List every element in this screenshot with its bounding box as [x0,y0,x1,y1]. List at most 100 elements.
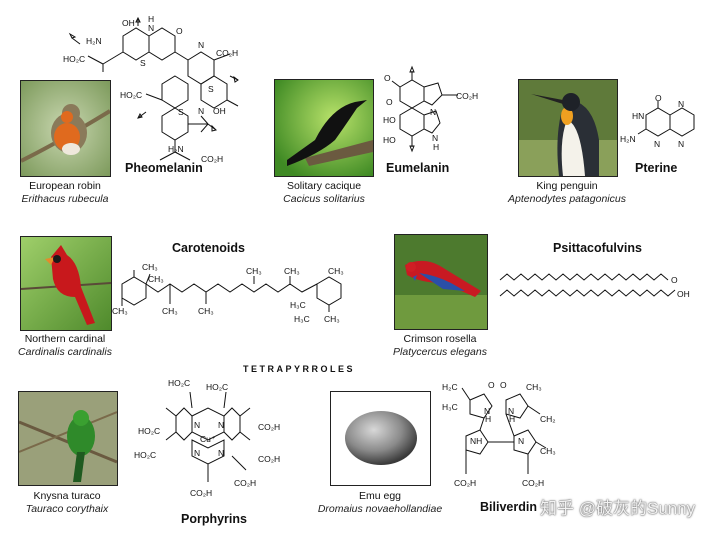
pterine-label-o: O [655,95,662,103]
eu-label-h-2: H [433,142,439,152]
eu-label-o-1: O [384,73,391,83]
bili-label-h-1: H [485,414,491,424]
carot-label-ch3-3: CH₃ [112,306,128,316]
pterine-label-hn: HN [632,111,644,121]
pheo-label-h2n: H₂N [86,36,102,46]
solitary-cacique-photo [274,79,374,177]
bili-label-co2h-2: CO₂H [522,478,544,488]
pheo-label-co2h-1: CO₂H [216,48,238,58]
pheo-label-s-3: S [178,107,184,117]
porph-label-co2h-1: CO₂H [258,422,280,432]
pheo-label-s-1: S [140,58,146,68]
tetrapyrroles-heading: TETRAPYRROLES [243,364,356,374]
knysna-turaco-scientific-name: Tauraco corythaix [25,503,109,515]
eumelanin-title: Eumelanin [386,161,450,175]
northern-cardinal-scientific-name: Cardinalis cardinalis [18,346,112,358]
crimson-rosella-common-name: Crimson rosella [403,333,477,345]
bili-label-h-2: H [509,414,515,424]
pheo-label-co2h-2: CO₂H [201,154,223,164]
eu-label-n-1: N [430,107,436,117]
porph-label-n-3: N [194,448,200,458]
bili-label-o-2: O [500,380,507,390]
porph-label-co2h-3: CO₂H [190,488,212,498]
porph-label-n-1: N [194,420,200,430]
carot-label-h3c-1: H₃C [290,300,306,310]
crimson-rosella-scientific-name: Platycercus elegans [393,346,487,358]
psittacofulvin-structure: O OH [499,273,690,299]
bili-label-co2h-1: CO₂H [454,478,476,488]
pterine-structure: O HN N H₂N N N [620,95,695,149]
carot-label-ch3-2: CH₃ [148,274,164,284]
emu-egg-common-name: Emu egg [358,490,402,502]
eu-label-n-2: N [432,133,438,143]
pheo-label-h: H [148,14,154,24]
pheo-label-o: O [176,26,183,36]
carot-label-ch3-6: CH₃ [246,266,262,276]
carotenoids-title: Carotenoids [172,241,245,255]
carotenoid-structure: CH₃ CH₃ CH₃ CH₃ CH₃ CH₃ CH₃ CH₃ H₃C H₃C … [112,262,344,324]
psitt-label-o: O [671,275,678,285]
pterine-title: Pterine [635,161,678,175]
pheo-label-ho2c-2: HO₂C [120,90,142,100]
pterine-label-n-2: N [678,99,684,109]
psittacofulvins-title: Psittacofulvins [553,241,642,255]
knysna-turaco-photo [18,391,118,486]
pterine-label-n-3: N [678,139,684,149]
carot-label-ch3-1: CH₃ [142,262,158,272]
bili-label-h3c: H₃C [442,402,458,412]
psitt-label-oh: OH [677,289,690,299]
pheo-label-oh: OH [122,18,135,28]
carot-label-ch3-4: CH₃ [162,306,178,316]
porph-label-ho2c-3: HO₂C [138,426,160,436]
northern-cardinal-common-name: Northern cardinal [24,333,106,345]
emu-egg-photo [330,391,431,486]
bili-label-h2c-1: H₂C [442,382,458,392]
european-robin-scientific-name: Erithacus rubecula [21,193,109,205]
european-robin-common-name: European robin [29,180,101,192]
carot-label-ch3-8: CH₃ [328,266,344,276]
porph-label-ho2c-2: HO₂C [206,382,228,392]
pheomelanin-structure: OH H N O H₂N HO₂C S N CO₂H S HO₂C S N OH… [63,14,239,164]
porph-label-cu: Cu⁺ [200,434,216,444]
eu-label-ho-1: HO [383,115,396,125]
king-penguin-photo [518,79,618,177]
eumelanin-structure: O O N H CO₂H HO HO N H [383,65,478,153]
pterine-label-h2n: H₂N [620,134,636,144]
carot-label-ch3-7: CH₃ [284,266,300,276]
king-penguin-scientific-name: Aptenodytes patagonicus [508,193,626,205]
eu-label-co2h: CO₂H [456,91,478,101]
bili-label-n-1: N [484,406,490,416]
pheomelanin-title: Pheomelanin [125,161,203,175]
porph-label-ho2c-4: HO₂C [134,450,156,460]
crimson-rosella-photo [394,234,488,330]
bili-label-n-2: N [508,406,514,416]
european-robin-photo [20,80,111,177]
knysna-turaco-common-name: Knysna turaco [33,490,101,502]
bili-label-ch3-2: CH₃ [540,446,556,456]
pheo-label-ho2c-1: HO₂C [63,54,85,64]
porph-label-co2h-2: CO₂H [258,454,280,464]
carot-label-ch3-9: CH₃ [324,314,340,324]
carot-label-ch3-5: CH₃ [198,306,214,316]
king-penguin-common-name: King penguin [536,180,598,192]
northern-cardinal-photo [20,236,112,331]
porphyrin-structure: HO₂C HO₂C HO₂C CO₂H Cu⁺ HO₂C CO₂H CO₂H C… [134,378,280,498]
pheo-label-n: N [148,23,154,33]
emu-egg-scientific-name: Dromaius novaehollandiae [317,503,443,515]
porph-label-ho2c-1: HO₂C [168,378,190,388]
watermark: 知乎 @破灰的Sunny [540,499,696,518]
biliverdin-title: Biliverdin [480,500,537,514]
bili-label-ch2: CH₂ [540,414,556,424]
pheo-label-s-2: S [208,84,214,94]
bili-label-nh: NH [470,436,482,446]
eu-label-ho-2: HO [383,135,396,145]
pheo-label-n-3: N [198,106,204,116]
bili-label-ch3-1: CH₃ [526,382,542,392]
porph-label-co2h-4: CO₂H [234,478,256,488]
porph-label-n-4: N [218,448,224,458]
solitary-cacique-scientific-name: Cacicus solitarius [283,193,365,205]
pheo-label-oh-2: OH [213,106,226,116]
eu-label-o-2: O [386,97,393,107]
carot-label-h3c-2: H₃C [294,314,310,324]
bili-label-o-1: O [488,380,495,390]
